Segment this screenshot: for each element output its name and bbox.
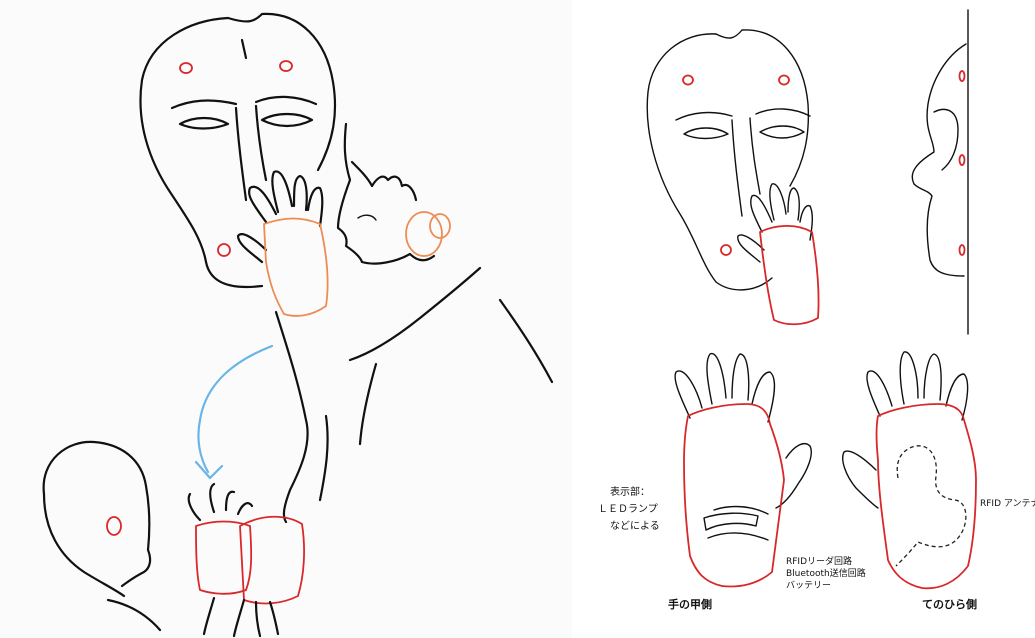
glove-back-hand [264, 219, 328, 316]
scene-illustration [0, 0, 572, 638]
child-hair [44, 494, 124, 596]
mask-front-glove [760, 226, 819, 324]
person-hair [352, 162, 416, 200]
circuit-label-2: Bluetooth送信回路 [786, 567, 866, 579]
child-shoulder [108, 600, 160, 630]
mask-front-eyes [684, 126, 804, 139]
person-back [320, 364, 376, 500]
display-label-1: 表示部： [610, 485, 650, 498]
mask-side-ear [934, 109, 958, 170]
display-label-3: などによる [610, 520, 660, 532]
person-arm [276, 312, 308, 522]
mask-side-profile [912, 44, 966, 276]
mask-outline-right [228, 14, 335, 170]
mask-front-sensor-2 [779, 76, 789, 85]
mask-front-nose [732, 118, 760, 216]
mask-front-outline-right [716, 30, 808, 186]
mask-forehead-line [242, 40, 246, 58]
mask-side-sensor-2 [960, 155, 965, 165]
person-body [350, 268, 552, 382]
mask-front-outline [647, 34, 772, 290]
mask-sensor-2 [280, 61, 292, 71]
person-glasses [358, 215, 376, 220]
mask-front-sensor-1 [683, 76, 693, 85]
child-head [44, 442, 150, 586]
glove-palm-antenna [896, 446, 966, 566]
glove-back-fingers [675, 354, 774, 422]
mask-front-eyebrows [676, 109, 810, 120]
child-ear-sensor [107, 517, 121, 535]
mask-side-sensor-3 [960, 245, 965, 255]
mask-front-sensor-3 [721, 245, 731, 255]
glove-palm-thumb [843, 451, 878, 508]
glove-back-outline [684, 404, 784, 586]
mask-eyebrow-right [256, 97, 316, 104]
person-head [338, 124, 434, 264]
display-label-2: ＬＥＤランプ [598, 503, 658, 515]
hand-thumb [238, 234, 266, 262]
palm-side-caption: てのひら側 [922, 597, 977, 611]
glove-diagram-panel: 表示部： ＬＥＤランプ などによる RFIDリーダ回路 Bluetooth送信回… [572, 0, 1035, 638]
transfer-arrow [198, 346, 272, 472]
mask-sensor-3 [218, 244, 230, 256]
mask-sensor-1 [180, 63, 192, 73]
mask-eye-right [262, 114, 312, 126]
glove-back-display [704, 513, 758, 530]
child-glove-fingers [189, 484, 252, 520]
person-ear-sensor [406, 212, 442, 256]
mask-eye-left [180, 118, 228, 129]
glove-palm-outline [877, 404, 977, 588]
glove-palm-fingers [867, 352, 968, 420]
mask-side-sensor-1 [960, 71, 965, 81]
transfer-arrowhead [196, 462, 222, 478]
circuit-label-3: バッテリー [786, 580, 831, 591]
back-side-caption: 手の甲側 [668, 597, 712, 611]
circuit-label-1: RFIDリーダ回路 [786, 555, 852, 567]
mask-eyebrow-left [172, 101, 236, 108]
antenna-label: RFID アンテナ [980, 498, 1035, 509]
hand-fingers [249, 171, 322, 226]
glove-back-display-arc-2 [708, 533, 768, 540]
